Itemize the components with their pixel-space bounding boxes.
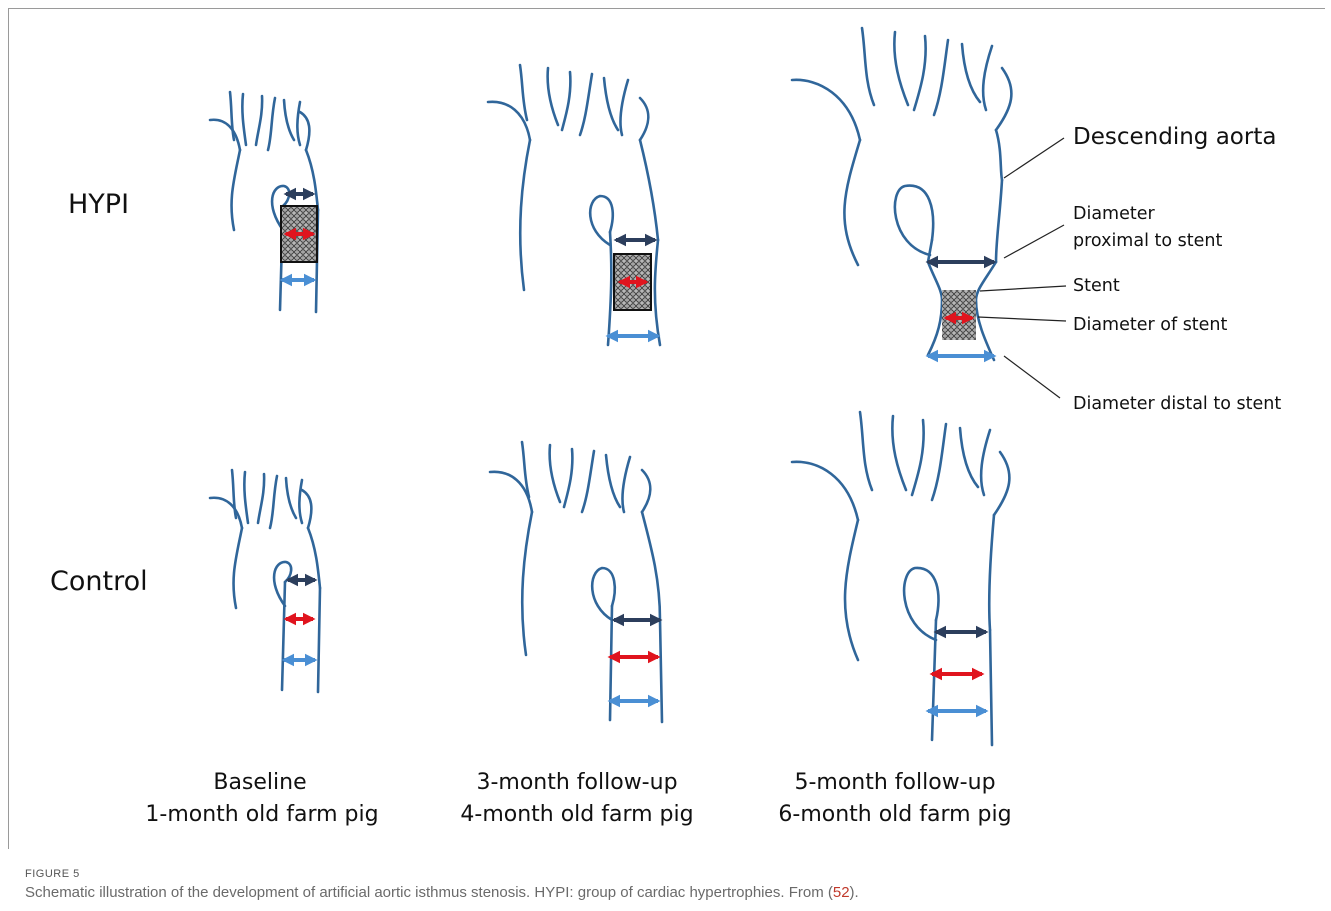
figure-caption-text: Schematic illustration of the developmen…	[25, 884, 833, 901]
aorta-hypi-3month	[488, 65, 660, 345]
column-label-3month-2: 4-month old farm pig	[460, 802, 693, 827]
label-descending-aorta: Descending aorta	[1073, 124, 1276, 150]
column-label-5month-2: 6-month old farm pig	[778, 802, 1011, 827]
column-label-baseline-2: 1-month old farm pig	[145, 802, 378, 827]
row-label-control: Control	[50, 566, 148, 597]
figure-caption-suffix: ).	[850, 884, 859, 901]
label-diameter-distal: Diameter distal to stent	[1073, 394, 1281, 414]
column-label-5month-1: 5-month follow-up	[794, 770, 995, 795]
aorta-control-5month	[792, 412, 1009, 745]
label-stent: Stent	[1073, 276, 1120, 296]
figure-caption: Schematic illustration of the developmen…	[25, 884, 859, 901]
row-label-hypi: HYPI	[68, 189, 129, 220]
column-label-baseline-1: Baseline	[213, 770, 306, 795]
aorta-hypi-baseline	[210, 92, 318, 312]
caption-reference-link[interactable]: 52	[833, 884, 850, 901]
label-diameter-proximal-1: Diameter	[1073, 204, 1156, 224]
aorta-control-baseline	[210, 470, 320, 692]
aorta-control-3month	[490, 442, 662, 722]
label-diameter-of-stent: Diameter of stent	[1073, 315, 1228, 335]
column-label-3month-1: 3-month follow-up	[476, 770, 677, 795]
label-diameter-proximal-2: proximal to stent	[1073, 231, 1222, 251]
figure-caption-label: FIGURE 5	[25, 868, 80, 880]
aorta-hypi-5month	[792, 28, 1011, 360]
